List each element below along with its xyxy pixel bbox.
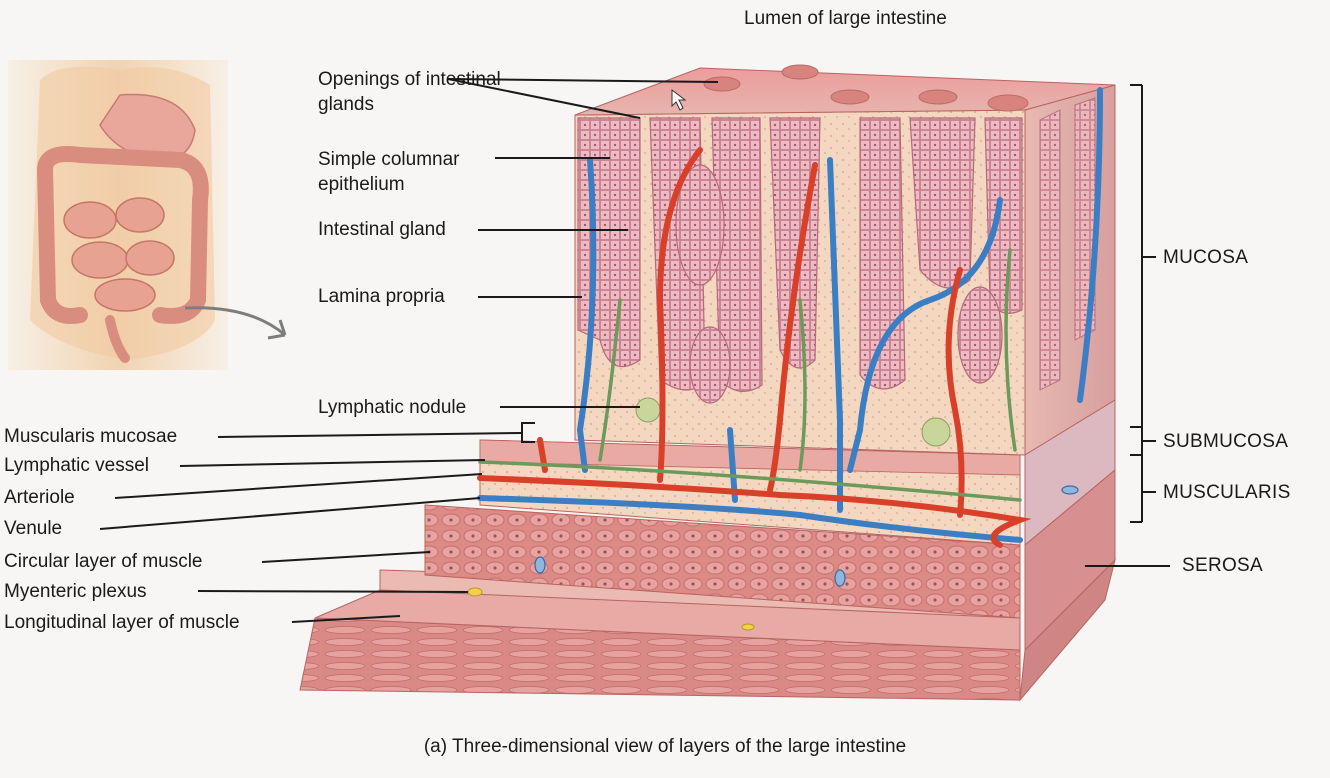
lymphatic-vessel-label: Lymphatic vessel: [4, 455, 150, 476]
lymphatic-nodules: [635, 397, 951, 447]
serosa-label: SEROSA: [1182, 555, 1263, 576]
intestinal-gland-label: Intestinal gland: [318, 219, 446, 240]
colon-shape: [37, 146, 209, 324]
layer-brackets: [1085, 84, 1170, 567]
torso-inset-illustration: [8, 60, 287, 370]
gland-openings: [703, 64, 1029, 112]
curved-arrow-icon: [184, 306, 287, 340]
openings-label: Openings of intestinal glands: [318, 69, 501, 115]
circular-muscle-label: Circular layer of muscle: [4, 551, 203, 572]
mucosa-label: MUCOSA: [1163, 247, 1249, 268]
muscularis-label: MUSCULARIS: [1163, 482, 1291, 503]
myenteric-plexus-label: Myenteric plexus: [4, 581, 147, 602]
small-intestine-shape: [63, 197, 175, 312]
venule-label: Venule: [4, 518, 63, 539]
lumen-label: Lumen of large intestine: [744, 8, 947, 29]
leader-lines-left: [99, 78, 719, 623]
venules: [477, 87, 1103, 543]
muscularis-mucosae-label: Muscularis mucosae: [4, 426, 178, 447]
intestinal-wall-block: [299, 64, 1116, 702]
arteriole-label: Arteriole: [4, 487, 75, 508]
arterioles: [477, 147, 1032, 548]
figure-caption: (a) Three-dimensional view of layers of …: [423, 736, 907, 757]
cursor-arrow-icon: [671, 88, 687, 111]
simple-columnar-label: Simple columnar epithelium: [318, 149, 460, 195]
submucosa-label: SUBMUCOSA: [1163, 431, 1289, 452]
lymphatic-vessels: [478, 248, 1022, 502]
lamina-propria-label: Lamina propria: [318, 286, 445, 307]
lymphatic-nodule-label: Lymphatic nodule: [318, 397, 467, 418]
longitudinal-muscle-label: Longitudinal layer of muscle: [4, 612, 240, 633]
